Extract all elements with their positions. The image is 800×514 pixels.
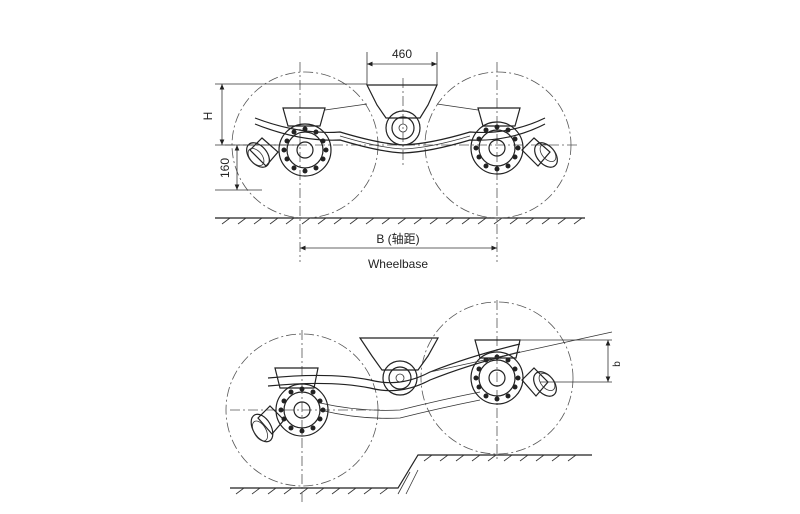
- right-hanger: [477, 107, 521, 127]
- top-view: 460 H 160 B (轴距) Wheelbase: [201, 47, 585, 271]
- right-hub: [470, 121, 524, 175]
- left-brake-chamber-bottom: [250, 405, 285, 443]
- dim-160-label: 160: [218, 158, 232, 178]
- dim-b-label: B (轴距): [376, 231, 419, 246]
- left-hub: [278, 123, 332, 177]
- right-brake-chamber: [521, 137, 558, 168]
- ground-line-top: [215, 217, 585, 225]
- ground-line-bottom: [230, 454, 592, 495]
- dim-b-travel-label: b: [612, 361, 623, 367]
- left-hanger: [282, 107, 326, 127]
- leaf-spring-top: [254, 117, 546, 146]
- right-tire-outline-raised: [420, 301, 574, 455]
- left-hub-lowered: [275, 383, 329, 437]
- wheelbase-caption: Wheelbase: [368, 257, 428, 271]
- left-brake-chamber: [246, 137, 279, 168]
- center-bracket: [366, 84, 438, 119]
- center-bracket-bottom: [358, 337, 440, 371]
- right-brake-chamber-bottom: [521, 367, 557, 397]
- leaf-spring-tilted: [267, 343, 521, 384]
- bottom-view: b: [225, 300, 623, 505]
- dim-h-label: H: [201, 112, 215, 121]
- dim-460-label: 460: [392, 47, 412, 61]
